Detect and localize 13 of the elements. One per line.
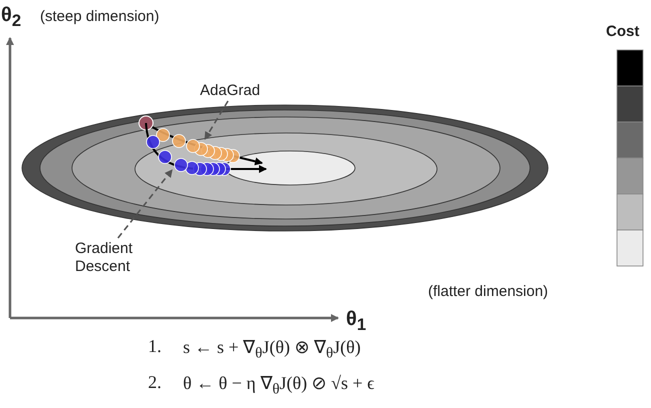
formula: s ← s + ∇$_{θ}$J(θ) ⊗ ∇$_{θ}$J(θ) (183, 336, 361, 363)
axis-label: θ$_{1}$ (346, 308, 366, 335)
step-number: 1. (148, 336, 162, 357)
leader-line (117, 169, 173, 238)
optimizer-path-drawing (145, 122, 267, 176)
axis-note: (steep dimension) (40, 8, 160, 25)
formula: θ ← θ − η ∇$_{θ}$J(θ) ⊘ √s + ϵ (183, 372, 374, 399)
scale-title: Cost (606, 23, 640, 40)
path-label: Gradient Descent (75, 240, 155, 276)
axis-note: (flatter dimension) (428, 283, 548, 300)
step-number: 2. (148, 372, 162, 393)
axis-label: θ$_{2}$ (1, 4, 22, 31)
path-label: AdaGrad (200, 82, 280, 100)
